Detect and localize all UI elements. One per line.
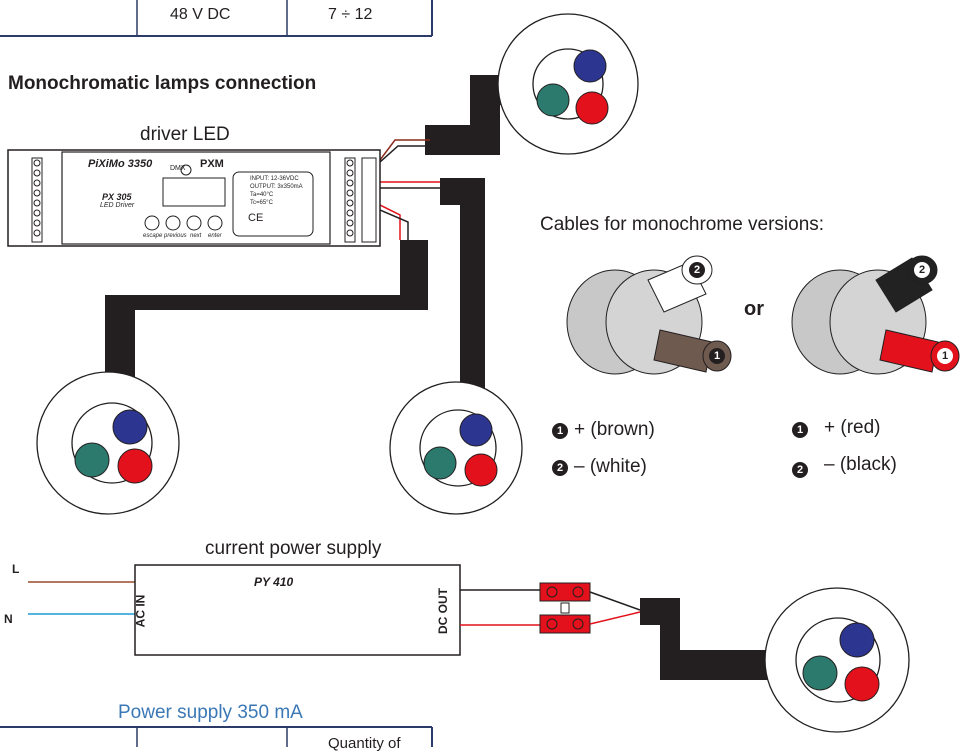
power-supply-caption: current power supply [205,538,382,559]
lamp-bottom-right [764,587,910,733]
driver-caption: driver LED [140,124,230,145]
section-title: Monochromatic lamps connection [8,73,317,94]
cable-left-marker-1: 1 [709,348,725,364]
cables-heading: Cables for monochrome versions: [540,214,825,235]
legend-right-text-1: + (red) [824,417,881,438]
driver-button-next: next [190,233,202,239]
cable-illustration-left [566,255,732,375]
legend-left-text-2: – (white) [574,456,647,477]
driver-brand: PiXiMo 3350 [88,158,153,170]
line-N-label: N [4,612,13,626]
line-L-label: L [12,562,20,576]
driver-spec-3: Tc=65°C [250,200,273,206]
legend-right-marker-1: 1 [792,422,808,438]
legend-left-marker-2: 2 [552,460,568,476]
driver-model-sub: LED Driver [100,202,135,209]
lamp-top [497,13,639,155]
power-supply-box [28,564,641,656]
top-table-quantity: 7 ÷ 12 [328,6,373,23]
legend-right-text-2: – (black) [824,454,897,475]
bottom-table-title: Power supply 350 mA [118,702,303,723]
cables-or-label: or [744,298,764,320]
driver-button-escape: escape [143,233,163,239]
legend-left-marker-1: 1 [552,423,568,439]
cable-illustration-right [791,255,960,375]
driver-spec-2: Ta=40°C [250,192,274,198]
dc-out-label: DC OUT [436,588,450,634]
driver-logo: PXM [200,158,224,170]
driver-ce-mark: CE [248,212,264,224]
lamp-bottom-middle [389,381,523,515]
driver-button-enter: enter [208,233,222,239]
cable-right-marker-2: 2 [914,262,930,278]
cable-left-marker-2: 2 [689,262,705,278]
legend-left-text-1: + (brown) [574,419,655,440]
driver-model: PX 305 [102,192,132,202]
lamp-bottom-left [36,371,180,515]
bottom-table-partial-header: Quantity of [328,735,401,752]
power-supply-model: PY 410 [254,575,294,589]
driver-spec-1: OUTPUT: 3x350mA [250,184,303,190]
top-table [0,0,433,37]
ac-in-label: AC IN [133,594,148,628]
driver-button-previous: previous [164,233,187,239]
driver-spec-0: INPUT: 12-36VDC [250,176,299,182]
driver-dmx-label: DMX [170,165,186,172]
top-table-voltage: 48 V DC [170,6,231,23]
driver-wires [379,139,440,240]
cable-right-marker-1: 1 [937,348,953,364]
driver-box [7,149,381,247]
bottom-table [0,726,433,747]
legend-right-marker-2: 2 [792,462,808,478]
